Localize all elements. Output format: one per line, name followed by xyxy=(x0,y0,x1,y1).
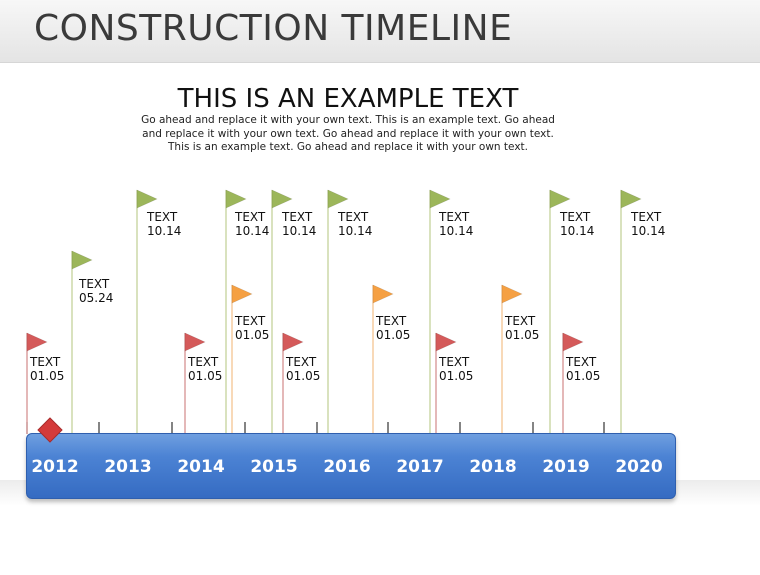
flag-label-date: 01.05 xyxy=(30,368,65,383)
flag-green-icon xyxy=(271,189,293,209)
example-description: Go ahead and replace it with your own te… xyxy=(141,114,555,153)
flag-label-text: TEXT xyxy=(147,210,178,224)
flag-label-text: TEXT xyxy=(286,355,317,369)
flag-green-icon xyxy=(549,189,571,209)
example-heading: THIS IS AN EXAMPLE TEXT xyxy=(177,84,519,114)
flag-label-text: TEXT xyxy=(566,355,597,369)
flag-label-date: 01.05 xyxy=(235,327,270,342)
flag-label-text: TEXT xyxy=(235,314,266,328)
flag-label-date: 10.14 xyxy=(439,223,474,238)
flag-label-date: 01.05 xyxy=(505,327,540,342)
flag-label-date: 01.05 xyxy=(376,327,411,342)
flag-green-icon xyxy=(429,189,451,209)
flag-label-text: TEXT xyxy=(188,355,219,369)
flag-label-text: TEXT xyxy=(282,210,313,224)
flag-label-text: TEXT xyxy=(235,210,266,224)
flag-green-icon xyxy=(327,189,349,209)
flag-label-text: TEXT xyxy=(505,314,536,328)
year-label-2013: 2013 xyxy=(104,457,152,477)
flag-label-text: TEXT xyxy=(631,210,662,224)
flag-green-icon xyxy=(620,189,642,209)
year-label-2019: 2019 xyxy=(542,457,590,477)
flag-orange-icon xyxy=(501,284,523,304)
flag-label-text: TEXT xyxy=(376,314,407,328)
page-title: CONSTRUCTION TIMELINE xyxy=(34,8,513,49)
flag-label-date: 10.14 xyxy=(560,223,595,238)
flag-label-date: 10.14 xyxy=(282,223,317,238)
flag-green-icon xyxy=(225,189,247,209)
header-bar: CONSTRUCTION TIMELINE xyxy=(0,0,760,63)
flag-green-icon xyxy=(71,250,93,270)
flag-green-icon xyxy=(136,189,158,209)
flag-label-text: TEXT xyxy=(30,355,61,369)
flag-label-date: 10.14 xyxy=(147,223,182,238)
flag-red-icon xyxy=(184,332,206,352)
flag-label-text: TEXT xyxy=(338,210,369,224)
year-label-2018: 2018 xyxy=(469,457,517,477)
flag-label-date: 10.14 xyxy=(631,223,666,238)
timeline-bar xyxy=(26,433,676,499)
diamond-marker-icon xyxy=(37,417,63,443)
year-label-2016: 2016 xyxy=(323,457,371,477)
flag-label-date: 01.05 xyxy=(439,368,474,383)
flag-orange-icon xyxy=(372,284,394,304)
flag-label-text: TEXT xyxy=(560,210,591,224)
flag-label-date: 10.14 xyxy=(235,223,270,238)
year-label-2014: 2014 xyxy=(177,457,225,477)
flag-red-icon xyxy=(26,332,48,352)
flag-label-date: 01.05 xyxy=(566,368,601,383)
year-label-2012: 2012 xyxy=(31,457,79,477)
flag-label-date: 05.24 xyxy=(79,290,114,305)
flag-orange-icon xyxy=(231,284,253,304)
flag-red-icon xyxy=(282,332,304,352)
flag-label-text: TEXT xyxy=(79,277,110,291)
flag-label-date: 01.05 xyxy=(188,368,223,383)
flag-label-text: TEXT xyxy=(439,210,470,224)
flag-label-text: TEXT xyxy=(439,355,470,369)
flag-red-icon xyxy=(562,332,584,352)
year-label-2020: 2020 xyxy=(615,457,663,477)
flag-red-icon xyxy=(435,332,457,352)
flag-label-date: 01.05 xyxy=(286,368,321,383)
year-label-2015: 2015 xyxy=(250,457,298,477)
year-label-2017: 2017 xyxy=(396,457,444,477)
flag-label-date: 10.14 xyxy=(338,223,373,238)
